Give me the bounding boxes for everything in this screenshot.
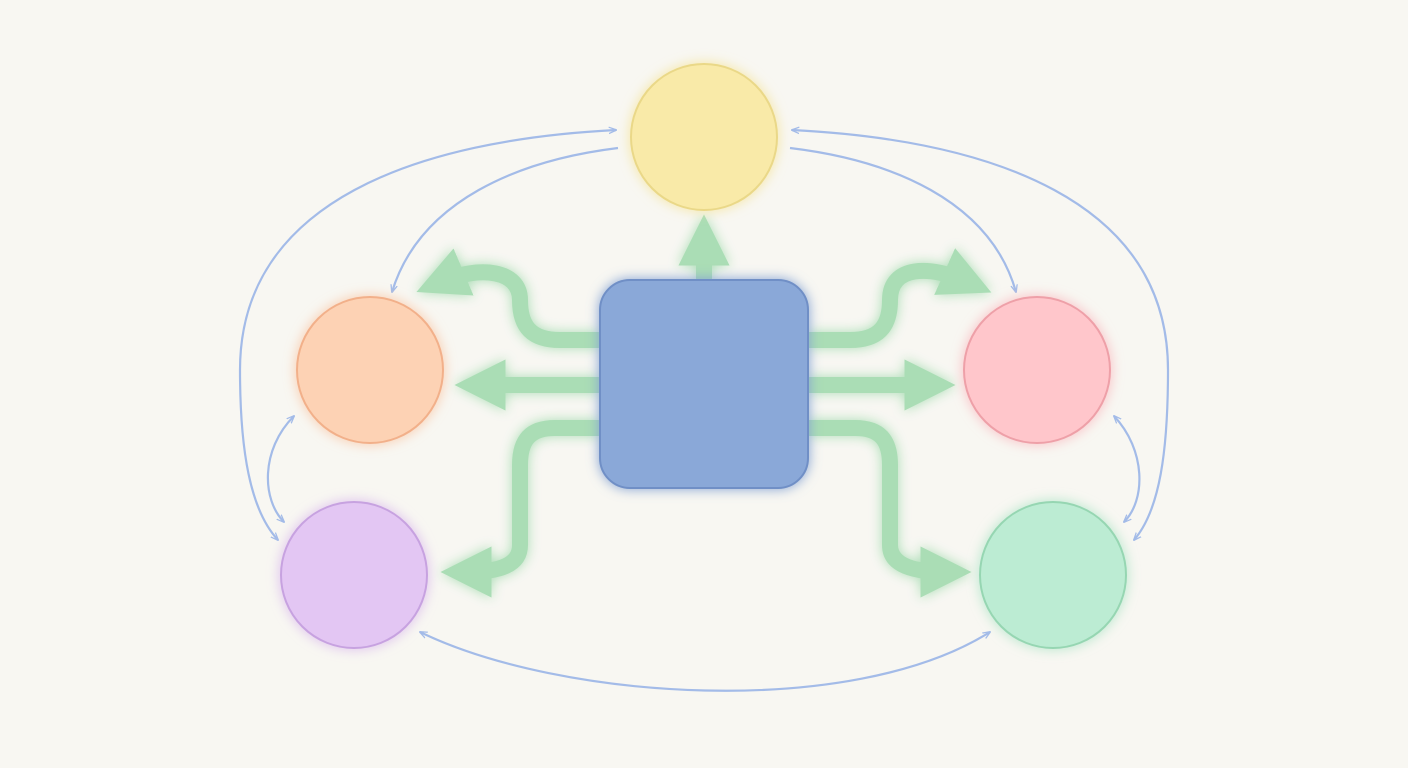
arc-bottom <box>420 632 990 692</box>
arrow-hub-right-upper <box>808 248 992 348</box>
arc-left-upper-lower <box>266 416 294 522</box>
nodes <box>280 63 1127 649</box>
hub-node[interactable] <box>599 279 809 489</box>
arc-top-right-lower <box>792 130 1170 540</box>
arrow-hub-left-lower <box>440 420 600 598</box>
peer-arrows <box>238 130 1170 692</box>
hub-arrows <box>416 214 992 598</box>
arc-top-right-upper <box>789 146 1016 292</box>
arc-right-upper-lower <box>1114 416 1141 522</box>
arc-top-left-upper <box>392 146 619 292</box>
arrow-hub-left-upper <box>416 248 600 348</box>
arrow-hub-right-lower <box>808 420 972 598</box>
node-right-lower[interactable] <box>979 501 1127 649</box>
node-left-lower[interactable] <box>280 501 428 649</box>
node-top[interactable] <box>630 63 778 211</box>
node-left-upper[interactable] <box>296 296 444 444</box>
arc-top-left-lower <box>238 130 616 540</box>
node-right-upper[interactable] <box>963 296 1111 444</box>
